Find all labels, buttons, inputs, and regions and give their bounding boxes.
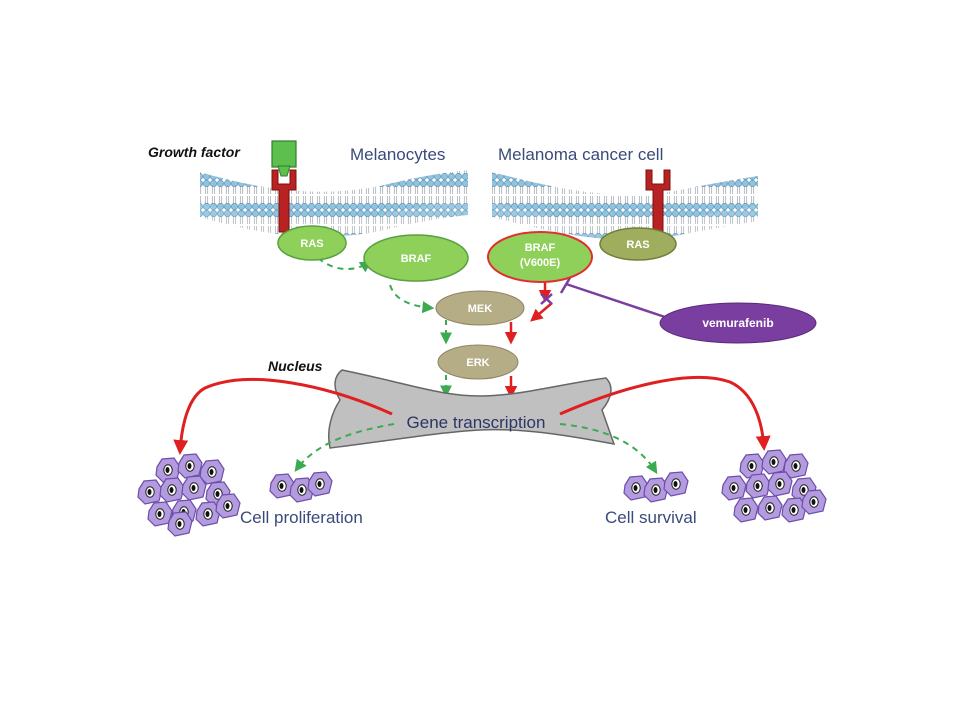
cell-proliferation-label: Cell proliferation [240,508,363,527]
mek-node: MEK [435,290,525,326]
svg-text:BRAF: BRAF [401,253,432,265]
svg-text:MEK: MEK [468,303,493,315]
erk-node: ERK [437,344,519,380]
braf-v600e-node: BRAF (V600E) [487,231,593,283]
svg-text:BRAF: BRAF [525,242,556,254]
ras-node-right: RAS [599,227,677,261]
cell-membrane-left [200,170,468,237]
receptor-icon [271,169,297,233]
receptor-icon [645,169,671,233]
survival-oncogenic-arrow [559,375,771,451]
svg-text:(V600E): (V600E) [520,257,561,269]
svg-text:RAS: RAS [626,239,649,251]
cell-survival-label: Cell survival [605,508,697,527]
growth-factor-label: Growth factor [148,144,241,160]
braf-node-left: BRAF [363,234,469,282]
cell-cluster-icon [623,471,689,503]
ras-node-left: RAS [277,225,347,261]
cell-cluster-icon [269,471,333,503]
survival-normal-arrow [559,423,658,475]
growth-factor-ligand [271,140,297,177]
nucleus-shape [328,369,616,449]
svg-text:ERK: ERK [466,357,489,369]
svg-text:vemurafenib: vemurafenib [702,316,773,330]
svg-text:RAS: RAS [300,238,323,250]
melanocytes-label: Melanocytes [350,145,445,164]
braf-to-mek-arrow [389,284,435,314]
cell-cluster-icon [721,449,827,523]
proliferation-oncogenic-arrow [173,378,393,455]
nucleus-label: Nucleus [268,358,323,374]
gene-transcription-label: Gene transcription [407,413,546,432]
proliferation-normal-arrow [294,423,395,472]
vemurafenib-node: vemurafenib [659,302,817,344]
melanoma-cell-label: Melanoma cancer cell [498,145,663,164]
ras-to-braf-arrow [317,257,372,273]
inhibition-line [540,275,669,320]
braf-mutant-to-mek-arrow [530,302,553,322]
cell-cluster-icon [137,453,241,537]
cell-membrane-right [492,172,758,240]
